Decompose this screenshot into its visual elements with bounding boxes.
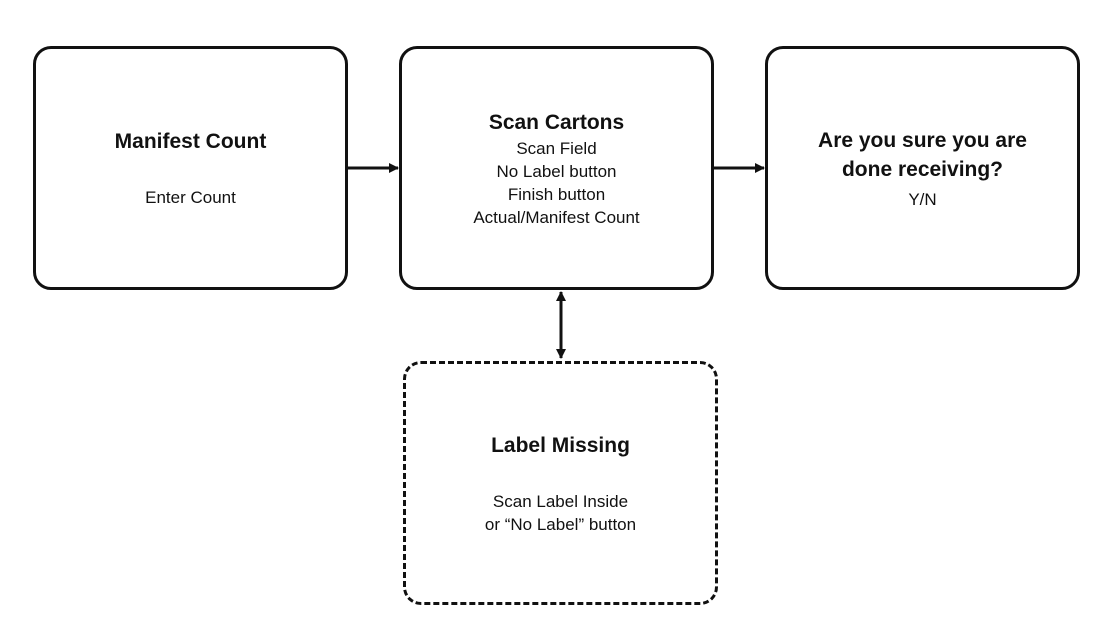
confirm-done-line-yn: Y/N	[908, 189, 937, 209]
scan-cartons-line-actual-manifest-count: Actual/Manifest Count	[473, 207, 640, 227]
scan-cartons-line-finish-button: Finish button	[507, 184, 606, 204]
label-missing-line-no-label-button: or “No Label” button	[484, 514, 637, 534]
manifest-count-box: Manifest Count Enter Count	[33, 46, 348, 290]
label-missing-title: Label Missing	[491, 433, 630, 457]
manifest-count-line-enter-count: Enter Count	[145, 188, 236, 207]
scan-cartons-box: Scan Cartons Scan Field No Label button …	[399, 46, 714, 290]
label-missing-line-scan-label-inside: Scan Label Inside	[492, 491, 629, 511]
scan-cartons-title: Scan Cartons	[488, 110, 625, 134]
confirm-done-title-line-1: Are you sure you are	[818, 128, 1027, 152]
scan-cartons-line-scan-field: Scan Field	[516, 138, 597, 158]
confirm-done-box: Are you sure you are done receiving? Y/N	[765, 46, 1080, 290]
label-missing-box: Label Missing Scan Label Inside or “No L…	[403, 361, 718, 605]
confirm-done-title-line-2: done receiving?	[841, 157, 1004, 181]
manifest-count-title: Manifest Count	[114, 130, 267, 153]
scan-cartons-line-no-label-button: No Label button	[496, 161, 617, 181]
